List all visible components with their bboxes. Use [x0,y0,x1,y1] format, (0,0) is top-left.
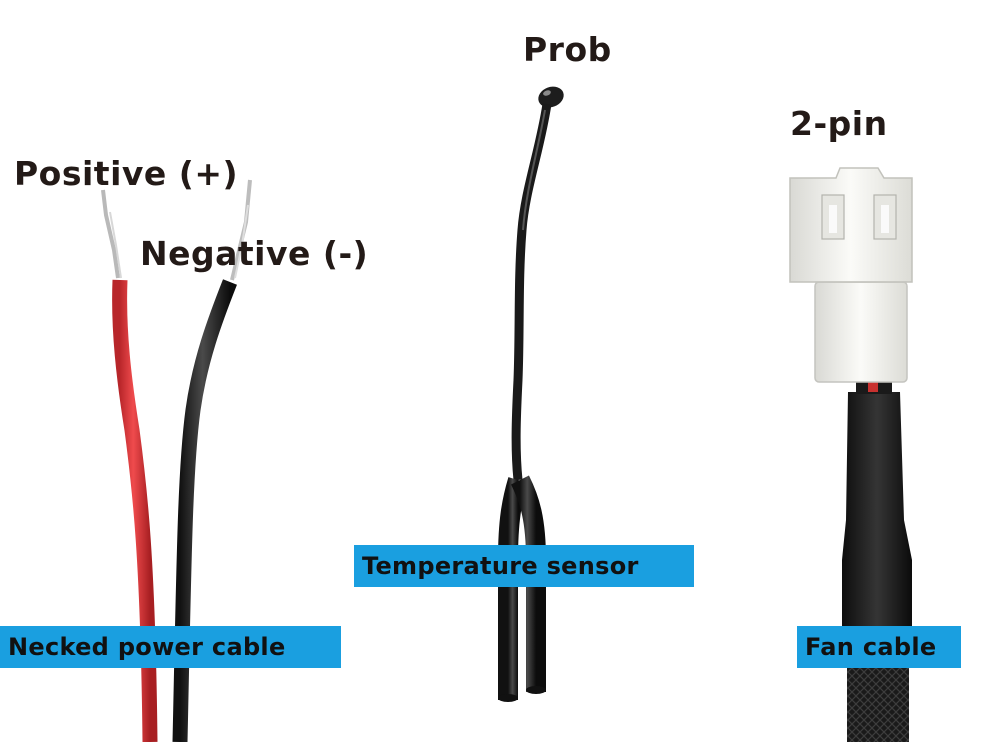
two-pin-connector [789,167,913,383]
fan-cable [789,167,913,742]
black-wire [172,179,252,742]
two-pin-label: 2-pin [790,104,888,143]
temperature-probe [498,86,564,702]
fan-cable-tag: Fan cable [797,626,961,668]
positive-label: Positive (+) [14,154,239,193]
red-wire [101,189,158,742]
temperature-sensor-tag: Temperature sensor [354,545,694,587]
negative-label: Negative (-) [140,234,369,273]
prob-label: Prob [523,30,612,69]
power-cable-tag: Necked power cable [0,626,341,668]
